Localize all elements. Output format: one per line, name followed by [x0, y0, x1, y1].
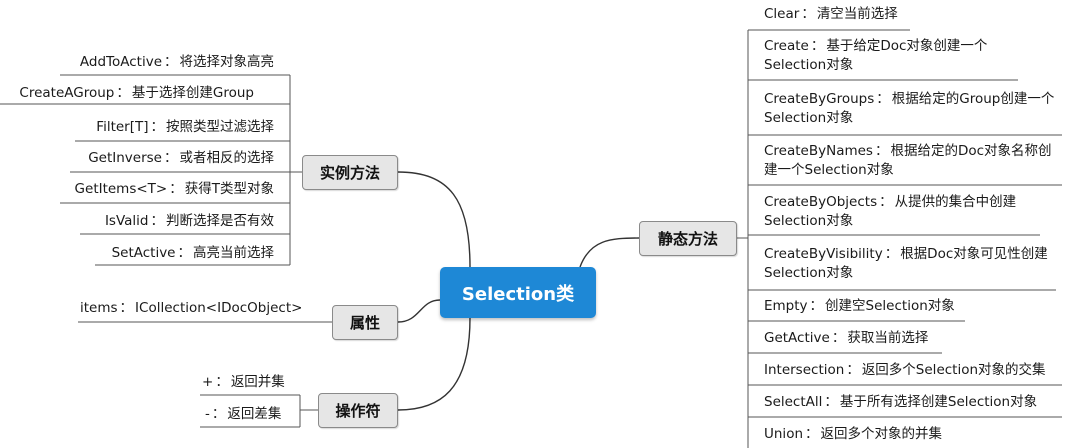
- instance-method-item[interactable]: AddToActive：将选择对象高亮: [79, 54, 274, 70]
- center-node[interactable]: Selection类: [440, 267, 596, 318]
- connector-instance-methods: [397, 171, 471, 268]
- instance-method-item[interactable]: GetInverse：或者相反的选择: [88, 150, 274, 166]
- static-method-item[interactable]: CreateByObjects：从提供的集合中创建Selection对象: [764, 194, 1017, 229]
- instance-method-item[interactable]: Filter[T]：按照类型过滤选择: [96, 119, 274, 135]
- instance-method-item[interactable]: GetItems<T>：获得T类型对象: [74, 181, 274, 197]
- group-instance-methods[interactable]: 实例方法: [302, 155, 398, 190]
- operator-item[interactable]: +：返回并集: [202, 374, 285, 390]
- static-method-item[interactable]: GetActive：获取当前选择: [764, 330, 929, 346]
- static-method-item[interactable]: SelectAll：基于所有选择创建Selection对象: [764, 394, 1038, 410]
- operator-item[interactable]: -：返回差集: [205, 406, 282, 422]
- static-method-item[interactable]: CreateByNames：根据给定的Doc对象名称创建一个Selection对…: [764, 143, 1052, 178]
- static-method-item[interactable]: Create：基于给定Doc对象创建一个Selection对象: [764, 38, 988, 73]
- instance-method-item[interactable]: CreateAGroup：基于选择创建Group: [19, 85, 254, 101]
- group-properties[interactable]: 属性: [332, 305, 398, 340]
- static-method-item[interactable]: Clear：清空当前选择: [764, 6, 898, 22]
- static-method-item[interactable]: Empty：创建空Selection对象: [764, 298, 955, 314]
- static-method-item[interactable]: Intersection：返回多个Selection对象的交集: [764, 362, 1046, 378]
- static-method-item[interactable]: CreateByGroups：根据给定的Group创建一个Selection对象: [764, 91, 1055, 126]
- static-method-item[interactable]: Union：返回多个对象的并集: [764, 426, 943, 442]
- group-operators[interactable]: 操作符: [318, 393, 398, 428]
- connector-static-methods: [579, 237, 640, 268]
- static-method-item[interactable]: CreateByVisibility：根据Doc对象可见性创建Selection…: [764, 246, 1048, 281]
- property-item[interactable]: items：ICollection<IDocObject>: [80, 300, 303, 316]
- connector-properties: [397, 299, 441, 323]
- group-static-methods[interactable]: 静态方法: [639, 221, 737, 256]
- instance-method-item[interactable]: IsValid：判断选择是否有效: [104, 213, 274, 229]
- connector-operators: [397, 317, 471, 411]
- instance-method-item[interactable]: SetActive：高亮当前选择: [111, 245, 274, 261]
